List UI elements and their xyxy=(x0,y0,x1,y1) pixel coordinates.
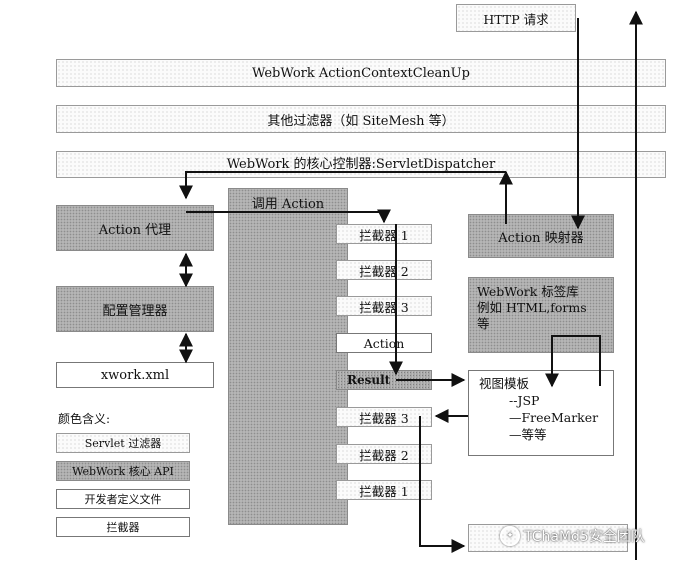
legend-label: 开发者定义文件 xyxy=(84,493,162,506)
view-template-item: —FreeMarker xyxy=(509,410,599,425)
interceptor-label: 拦截器 1 xyxy=(359,483,409,499)
action-label: Action xyxy=(363,335,405,351)
webwork-tag-library-box: WebWork 标签库 例如 HTML,forms 等 xyxy=(468,277,614,353)
view-template-item: —等等 xyxy=(509,427,547,442)
tag-library-line: 例如 HTML,forms xyxy=(477,300,587,315)
result-label: Result xyxy=(347,373,391,387)
view-template-item: --JSP xyxy=(509,393,540,408)
action-box: Action xyxy=(336,333,432,353)
interceptor-3-out: 拦截器 3 xyxy=(336,407,432,427)
http-request-box: HTTP 请求 xyxy=(456,4,576,32)
legend-developer-file: 开发者定义文件 xyxy=(56,489,190,509)
http-response-box xyxy=(468,524,628,552)
xwork-xml-label: xwork.xml xyxy=(100,367,170,383)
invoke-action-column: 调用 Action xyxy=(228,188,348,525)
tag-library-line: WebWork 标签库 xyxy=(477,284,579,299)
watermark-text: TChaMd5安全团队 xyxy=(524,529,645,545)
http-request-label: HTTP 请求 xyxy=(483,11,549,27)
xwork-xml-box: xwork.xml xyxy=(56,362,214,388)
legend-webwork-core-api: WebWork 核心 API xyxy=(56,461,190,481)
proxy-to-interceptor-line xyxy=(186,209,391,224)
config-manager-box: 配置管理器 xyxy=(56,286,214,332)
interceptor-3-in: 拦截器 3 xyxy=(336,296,432,316)
dispatcher-label: WebWork 的核心控制器:ServletDispatcher xyxy=(226,157,496,172)
interceptor-label: 拦截器 2 xyxy=(359,447,409,463)
action-context-cleanup-layer: WebWork ActionContextCleanUp xyxy=(56,59,666,87)
invoke-action-label: 调用 Action xyxy=(251,197,325,212)
tag-view-loop-line xyxy=(545,335,601,388)
view-template-title: 视图模板 xyxy=(479,376,530,391)
chat-bubble-icon: ✦ xyxy=(500,526,520,546)
legend-label: WebWork 核心 API xyxy=(72,465,174,478)
interceptor-label: 拦截器 3 xyxy=(359,410,409,426)
result-box: Result xyxy=(336,370,432,390)
legend-interceptor: 拦截器 xyxy=(56,517,190,537)
other-filters-label: 其他过滤器（如 SiteMesh 等） xyxy=(267,113,455,129)
servlet-dispatcher-layer: WebWork 的核心控制器:ServletDispatcher xyxy=(56,151,666,178)
interceptor-1-out: 拦截器 1 xyxy=(336,480,432,500)
interceptor-2-out: 拦截器 2 xyxy=(336,444,432,464)
action-proxy-label: Action 代理 xyxy=(98,222,172,238)
config-manager-label: 配置管理器 xyxy=(102,303,168,319)
legend-servlet-filter: Servlet 过滤器 xyxy=(56,433,190,453)
dispatcher-to-proxy-line xyxy=(179,171,506,200)
view-template-box: 视图模板 --JSP —FreeMarker —等等 xyxy=(468,370,614,456)
legend-label: 拦截器 xyxy=(106,521,140,534)
legend-title: 颜色含义: xyxy=(58,412,111,426)
action-mapper-label: Action 映射器 xyxy=(498,230,584,246)
legend-label: Servlet 过滤器 xyxy=(84,437,162,450)
action-mapper-box: Action 映射器 xyxy=(468,214,614,258)
other-filters-layer: 其他过滤器（如 SiteMesh 等） xyxy=(56,105,666,133)
stack-out-line xyxy=(419,416,466,553)
watermark: ✦ TChaMd5安全团队 xyxy=(500,526,645,546)
tag-library-line: 等 xyxy=(477,316,490,331)
cleanup-label: WebWork ActionContextCleanUp xyxy=(252,65,470,81)
